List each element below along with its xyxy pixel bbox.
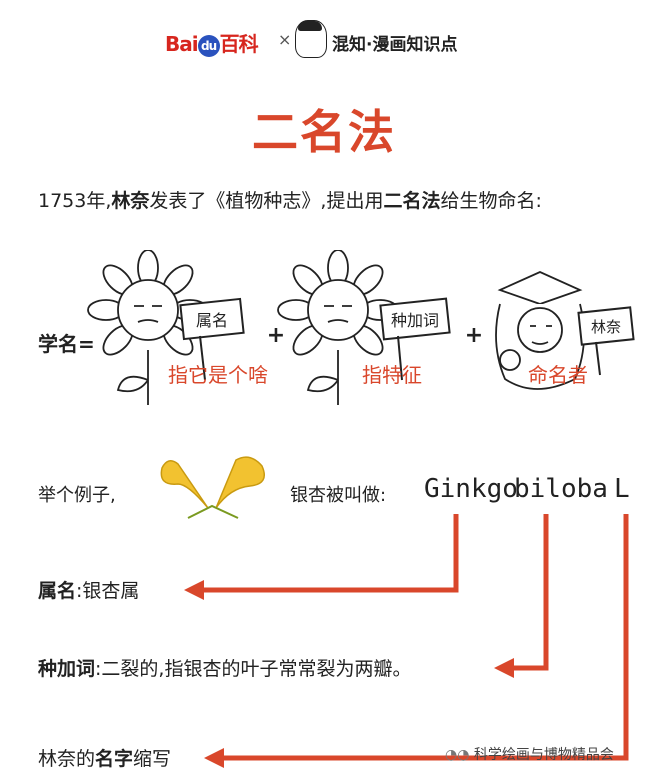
- arrowhead-author: [204, 748, 224, 768]
- linnaeus-portrait-icon: [495, 271, 585, 390]
- sign-genus: 属名: [179, 297, 245, 381]
- arrow-genus: [200, 514, 459, 593]
- ginkgo-called-label: 银杏被叫做:: [290, 485, 387, 506]
- brand-name: 混知·漫画知识点: [332, 35, 458, 55]
- latin-author: L: [614, 474, 630, 504]
- baidu-paw-icon: du: [197, 34, 220, 57]
- ginkgo-leaf-icon: [160, 456, 265, 519]
- sign-author-text: 林奈: [591, 318, 621, 336]
- arrow-author: [222, 514, 629, 761]
- sunflower-icon: [277, 250, 399, 405]
- watermark: ◔◔ 科学绘画与博物精品会: [445, 747, 614, 763]
- sign-author: 林奈: [577, 306, 635, 376]
- species-explanation: 种加词:二裂的,指银杏的叶子常常裂为两瓣。: [38, 658, 412, 680]
- baike-text: 百科: [219, 32, 259, 56]
- plus-sign: +: [465, 323, 483, 348]
- brand-avatar-icon: [295, 20, 327, 58]
- caption-author: 命名者: [528, 363, 588, 387]
- latin-genus: Ginkgo: [424, 474, 518, 504]
- sign-species-text: 种加词: [391, 311, 439, 330]
- method-name: 二名法: [383, 190, 441, 212]
- sign-species: 种加词: [379, 297, 451, 381]
- arrow-species: [512, 514, 549, 671]
- linnaeus-name: 林奈: [111, 190, 150, 212]
- wechat-icon: ◔◔: [445, 747, 474, 763]
- arrowhead-species: [494, 658, 514, 678]
- author-explanation: 林奈的名字缩写: [38, 748, 172, 770]
- genus-explanation: 属名:银杏属: [38, 580, 140, 602]
- formula-illustrations: 属名 + 种加词 + 林: [87, 250, 635, 405]
- baidu-text: Bai: [165, 32, 199, 56]
- plus-sign: +: [267, 323, 285, 348]
- example-label: 举个例子,: [38, 485, 116, 506]
- page-title: 二名法: [252, 105, 396, 159]
- caption-genus: 指它是个啥: [168, 363, 268, 387]
- arrowhead-genus: [184, 580, 204, 600]
- sign-genus-text: 属名: [196, 311, 228, 330]
- scientific-name-label: 学名=: [38, 332, 95, 356]
- cross-symbol: ×: [278, 30, 292, 49]
- latin-species: biloba: [514, 474, 608, 504]
- caption-species: 指特征: [362, 363, 422, 387]
- intro-text: 1753年,林奈发表了《植物种志》,提出用二名法给生物命名:: [38, 190, 542, 212]
